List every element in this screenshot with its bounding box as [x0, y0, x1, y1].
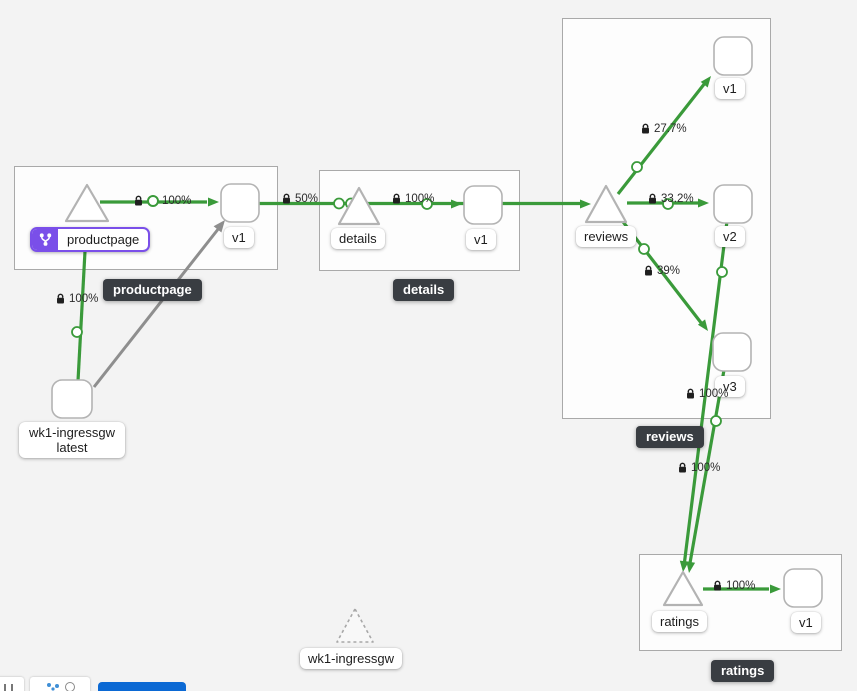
lock-icon — [687, 388, 694, 399]
lock-icon — [714, 580, 721, 591]
edge-marker-icon — [147, 195, 159, 207]
edge-label-productpagev1-to-details[interactable]: 50% — [281, 193, 318, 205]
node-label-productpage-v1[interactable]: v1 — [224, 227, 254, 248]
node-label-ingressgw[interactable]: wk1-ingressgw latest — [19, 422, 125, 458]
node-label-ratings[interactable]: ratings — [652, 611, 708, 632]
lock-icon — [679, 462, 686, 473]
edge-label-text: 33.2% — [661, 193, 694, 205]
node-label-reviews-v2[interactable]: v2 — [715, 226, 745, 247]
edge-label-details-to-v1[interactable]: 100% — [391, 193, 434, 205]
edge-label-text: 100% — [691, 462, 721, 474]
circle-icon — [64, 682, 75, 691]
edge-label-text: 100% — [405, 193, 435, 205]
lock-icon — [645, 265, 652, 276]
edge-label-text: 100% — [699, 388, 729, 400]
lock-icon — [649, 193, 656, 204]
node-label-reviews-v1[interactable]: v1 — [715, 78, 745, 99]
node-label-details[interactable]: details — [331, 228, 385, 249]
edge-label-text: 50% — [295, 193, 319, 205]
edge-label-text: 27.7% — [654, 123, 687, 135]
group-badge-reviews: reviews — [636, 426, 704, 448]
group-badge-details: details — [393, 279, 455, 301]
node-label-line1: wk1-ingressgw — [29, 425, 115, 440]
toolbar-glyph-icon — [3, 683, 6, 691]
node-label-reviews[interactable]: reviews — [576, 226, 637, 247]
group-badge-ratings: ratings — [711, 660, 775, 682]
node-label-ratings-v1[interactable]: v1 — [791, 612, 821, 633]
node-label-text: productpage — [67, 232, 140, 247]
lock-icon — [57, 293, 64, 304]
edge-label-reviews-to-v3[interactable]: 39% — [643, 265, 680, 277]
lock-icon — [283, 193, 290, 204]
edge-label-reviews-to-v2[interactable]: 33.2% — [647, 193, 694, 205]
edge-label-text: 100% — [162, 195, 192, 207]
group-box-details[interactable] — [319, 170, 520, 271]
edge-label-reviewsv2-to-ratings[interactable]: 100% — [685, 388, 728, 400]
node-label-productpage[interactable]: productpage — [30, 227, 151, 252]
node-workload-ingressgw[interactable] — [51, 379, 93, 419]
node-label-line2: latest — [56, 440, 88, 455]
edge-label-text: 100% — [726, 580, 756, 592]
edge-label-ratings-to-v1[interactable]: 100% — [712, 580, 755, 592]
edge-label-ingress-to-productpage[interactable]: 100% — [55, 293, 98, 305]
toolbar-button-graph[interactable] — [30, 677, 90, 691]
edge-label-reviews-to-v1[interactable]: 27.7% — [640, 123, 687, 135]
group-box-productpage[interactable] — [14, 166, 278, 270]
lock-icon — [642, 123, 649, 134]
virtual-service-badge-icon — [32, 229, 58, 250]
toolbar-button-left[interactable] — [0, 677, 24, 691]
toolbar-glyph-icon — [10, 683, 13, 691]
edge-marker-icon — [71, 326, 83, 338]
edge-label-text: 39% — [657, 265, 681, 277]
edge-label-productpage-to-v1[interactable]: 100% — [133, 195, 191, 207]
node-idle-service-ingressgw[interactable] — [336, 608, 374, 643]
group-box-ratings[interactable] — [639, 554, 842, 651]
node-label-idle-ingressgw[interactable]: wk1-ingressgw — [300, 648, 402, 669]
group-badge-productpage: productpage — [103, 279, 202, 301]
toolbar-primary-button[interactable] — [98, 682, 186, 691]
node-label-details-v1[interactable]: v1 — [466, 229, 496, 250]
edge-label-reviewsv3-to-ratings[interactable]: 100% — [677, 462, 720, 474]
edge-label-text: 100% — [69, 293, 99, 305]
graph-glyph-icon — [46, 683, 59, 691]
lock-icon — [393, 193, 400, 204]
lock-icon — [135, 195, 142, 206]
